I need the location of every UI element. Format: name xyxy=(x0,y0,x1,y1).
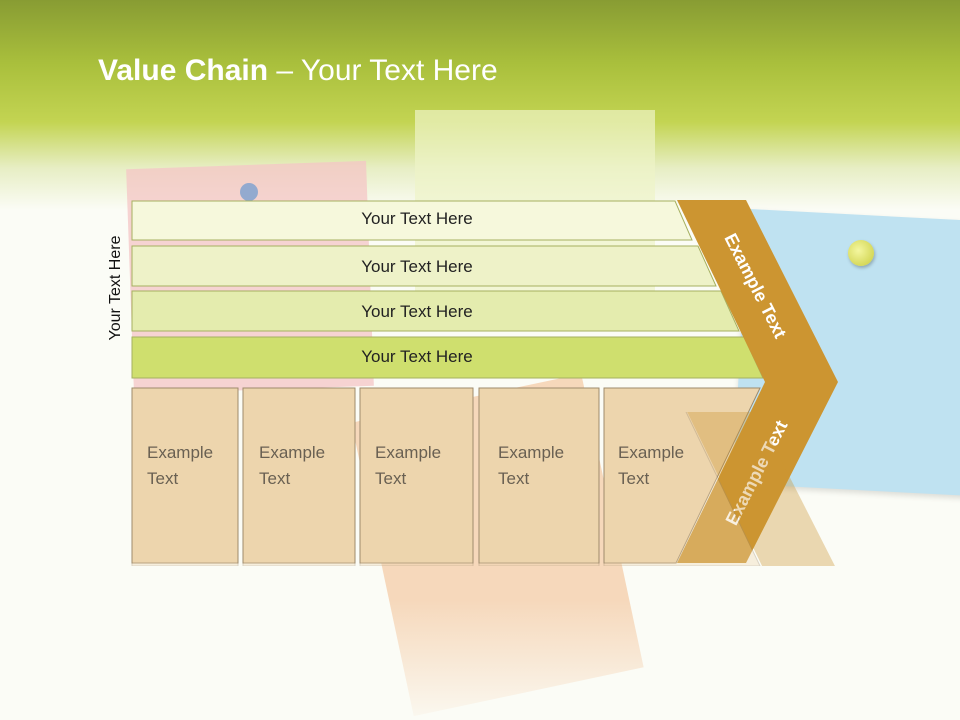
side-label: Your Text Here xyxy=(107,235,124,341)
diagram-reflection xyxy=(0,412,960,566)
push-pin-icon xyxy=(240,183,258,201)
cell-line: Text xyxy=(375,466,441,492)
bar-label-4: Your Text Here xyxy=(361,347,473,366)
primary-cell-2 xyxy=(242,387,356,564)
primary-cell-4 xyxy=(478,387,600,564)
cell-line: Text xyxy=(259,466,325,492)
slide-title: Value Chain – Your Text Here xyxy=(98,54,498,88)
cell-line: Example xyxy=(618,440,684,466)
bar-label-1: Your Text Here xyxy=(361,209,473,228)
title-bold: Value Chain xyxy=(98,54,269,87)
cell-line: Text xyxy=(147,466,213,492)
primary-cell-5 xyxy=(603,387,761,564)
cell-line: Text xyxy=(498,466,564,492)
reflection-cell xyxy=(603,412,761,566)
primary-cell-3 xyxy=(359,387,474,564)
reflection-shapes xyxy=(131,412,838,566)
support-bar-2 xyxy=(131,245,717,287)
reflection-cell xyxy=(478,412,600,566)
primary-cell-1 xyxy=(131,387,239,564)
reflection-cell xyxy=(131,412,239,566)
cell-line: Text xyxy=(618,466,684,492)
reflection-cell xyxy=(242,412,356,566)
support-bar-1 xyxy=(131,200,693,241)
support-bar-3 xyxy=(131,290,740,332)
bar-label-3: Your Text Here xyxy=(361,302,473,321)
cell-line: Example xyxy=(375,440,441,466)
reflection-cell xyxy=(359,412,474,566)
cell-line: Example xyxy=(147,440,213,466)
cell-line: Example xyxy=(259,440,325,466)
bar-label-2: Your Text Here xyxy=(361,257,473,276)
support-bar-4 xyxy=(131,336,764,379)
push-pin-icon xyxy=(848,240,874,266)
reflection-fade xyxy=(0,600,960,720)
margin-chevron xyxy=(677,200,838,563)
title-rest: – Your Text Here xyxy=(268,54,498,87)
cell-line: Example xyxy=(498,440,564,466)
reflection-chevron xyxy=(677,412,838,566)
